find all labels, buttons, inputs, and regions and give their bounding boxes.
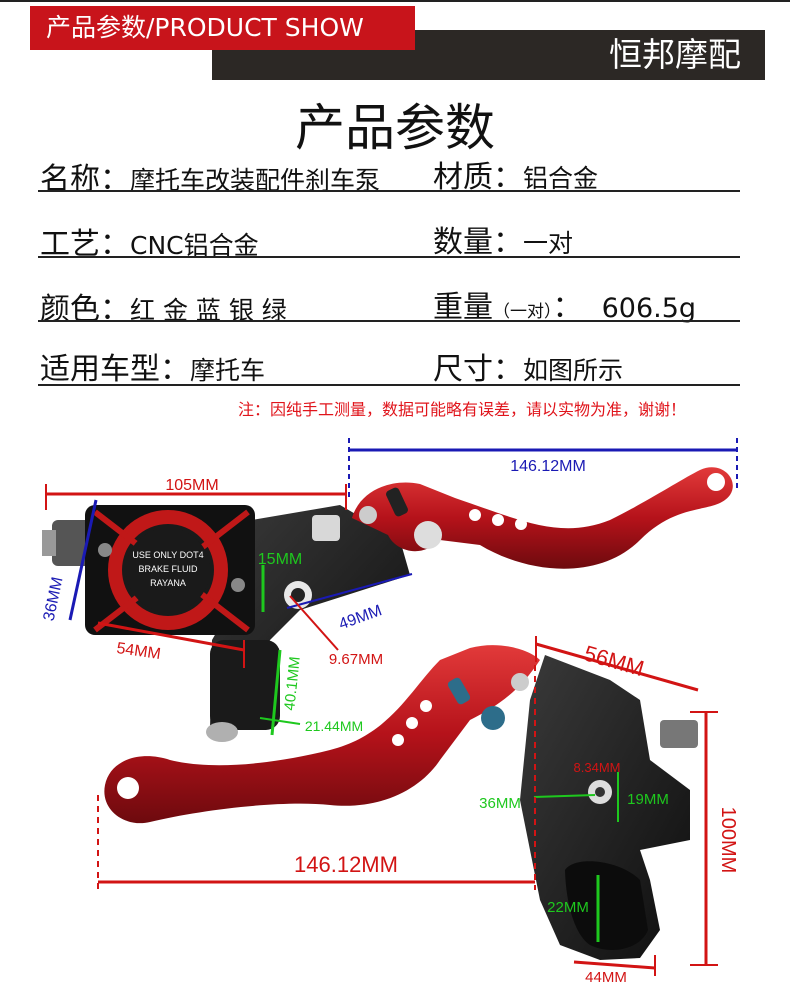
dim-clamp-44: 44MM (573, 955, 656, 986)
lever-end-hole (117, 777, 139, 799)
dim-label: 40.1MM (281, 656, 304, 712)
dim-reservoir-21: 21.44MM (259, 717, 363, 734)
dim-label: 22MM (547, 899, 589, 916)
switch-pin-hole (595, 787, 605, 797)
dim-mount-15: 15MM (258, 551, 302, 612)
section-banner: 产品参数/PRODUCT SHOW (30, 6, 415, 50)
dim-perch-100: 100MM (690, 711, 739, 966)
divider (38, 384, 740, 386)
adjuster-wheel-blue (481, 706, 505, 730)
dim-label: 9.67MM (329, 651, 383, 668)
dim-label: 44MM (585, 969, 627, 986)
adjuster-knob (447, 677, 471, 705)
spec-quantity: 数量：一对 (433, 225, 574, 260)
brake-master-cylinder: USE ONLY DOT4 BRAKE FLUID RAYANA (42, 505, 410, 742)
brand-name: 恒邦摩配 (609, 35, 741, 74)
dim-label: 146.12MM (510, 458, 586, 475)
pivot-nut (312, 515, 340, 541)
pivot-bolt (359, 506, 377, 524)
adjuster-knob (386, 487, 408, 517)
clutch-perch (520, 655, 698, 960)
dim-label: 36MM (479, 795, 521, 812)
clamp (565, 861, 648, 950)
dim-label: 105MM (165, 477, 218, 494)
dim-lower-length: 146.12MM (97, 665, 536, 890)
dim-label: 8.34MM (574, 760, 621, 775)
dim-clamp-22: 22MM (547, 875, 600, 942)
page-title: 产品参数 (295, 99, 495, 157)
spec-size: 尺寸：如图所示 (433, 352, 624, 387)
lever-hole (492, 514, 504, 526)
lever-hole (392, 734, 404, 746)
cylinder-body (210, 505, 410, 728)
lever-hole (420, 700, 432, 712)
top-rule (0, 0, 790, 2)
spec-weight: 重量（一对）： 606.5g (433, 290, 697, 325)
cap-text: BRAKE FLUID (138, 564, 198, 574)
dim-label: 19MM (627, 791, 669, 808)
dim-perch-36: 36MM (479, 794, 596, 812)
bolt-head (52, 520, 92, 566)
dim-cylinder-54: 54MM (97, 621, 245, 668)
reservoir-lower (210, 640, 280, 730)
dim-label: 49MM (337, 602, 385, 633)
brake-lever-red (352, 467, 733, 569)
cap-text: USE ONLY DOT4 (132, 550, 203, 560)
lower-bolt (206, 722, 238, 742)
dim-label: 54MM (115, 640, 161, 663)
clutch-lever-red (104, 645, 541, 824)
lever-blade (104, 645, 541, 824)
mirror-hole (291, 588, 305, 602)
dim-label: 21.44MM (305, 718, 363, 734)
cable-adjuster (660, 720, 698, 748)
dim-cylinder-width: 105MM (45, 477, 347, 510)
screw (98, 543, 112, 557)
lever-blade (352, 467, 733, 569)
lever-end-hole (707, 473, 725, 491)
brand-banner: 恒邦摩配 (212, 30, 765, 80)
dim-label: 15MM (258, 551, 302, 568)
perch-body (520, 655, 690, 960)
dim-hole-9: 9.67MM (289, 595, 383, 668)
screw (231, 578, 245, 592)
dim-label: 100MM (717, 807, 739, 874)
pivot-bolt (511, 673, 529, 691)
cap-center (126, 528, 210, 612)
lever-hole (515, 518, 527, 530)
measurement-note: 注：因纯手工测量，数据可能略有误差，请以实物为准，谢谢！ (238, 400, 687, 419)
spec-fitment: 适用车型：摩托车 (40, 352, 266, 387)
dim-top-length: 146.12MM (348, 438, 738, 500)
divider (38, 190, 740, 192)
divider (38, 256, 740, 258)
spec-material: 材质：铝合金 (433, 160, 599, 195)
lever-hole (406, 717, 418, 729)
divider (38, 320, 740, 322)
lever-hole (469, 509, 481, 521)
dim-pin-8: 8.34MM (574, 760, 621, 775)
cap-text: RAYANA (150, 578, 186, 588)
bolt-tip (42, 530, 56, 556)
dim-perch-19: 19MM (617, 772, 669, 822)
dim-label: 146.12MM (294, 852, 398, 877)
adjuster-wheel (414, 521, 442, 549)
dim-label: 36MM (41, 576, 67, 623)
